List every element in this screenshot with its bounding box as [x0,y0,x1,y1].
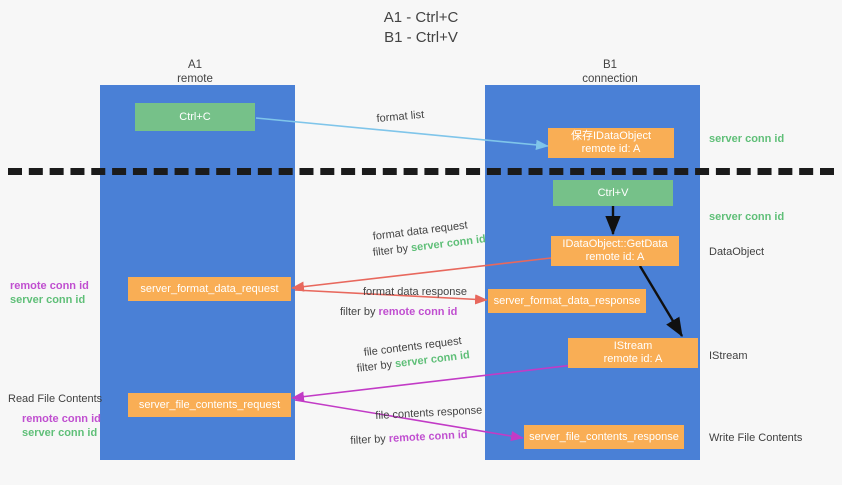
filter-key-remote-conn-id: remote conn id [388,428,468,445]
label-format-data-response-filter: filter by remote conn id [340,305,457,319]
right-label-server-conn-id-top: server conn id [709,133,785,145]
page-title: A1 - Ctrl+C B1 - Ctrl+V [383,9,459,46]
node-ctrl-c[interactable]: Ctrl+C [135,103,255,131]
column-header-a1: A1 remote [177,59,213,85]
right-label-data-object: DataObject [709,246,765,258]
phase-divider [8,168,834,175]
right-label-istream: IStream [709,350,748,362]
node-save-idataobject[interactable]: 保存IDataObject remote id: A [548,128,674,158]
right-label-write-file-contents: Write File Contents [709,432,803,444]
filter-prefix: filter by [340,306,379,318]
left-label-read-file-contents: Read File Contents [8,393,103,405]
filter-prefix: filter by [372,242,412,259]
left-label-server-conn-id-1: server conn id [10,294,86,306]
node-server-format-data-response[interactable]: server_format_data_response [488,289,646,313]
node-ctrl-v[interactable]: Ctrl+V [553,180,673,206]
node-server-file-contents-response[interactable]: server_file_contents_response [524,425,684,449]
label-file-contents-response-filter: filter by remote conn id [350,428,468,448]
node-istream[interactable]: IStream remote id: A [568,338,698,368]
right-label-server-conn-id-mid: server conn id [709,211,785,223]
node-server-file-contents-request[interactable]: server_file_contents_request [128,393,291,417]
left-label-remote-conn-id-1: remote conn id [10,280,89,292]
filter-prefix: filter by [356,358,396,375]
label-format-list: format list [376,108,425,125]
filter-prefix: filter by [350,432,390,447]
left-label-remote-conn-id-2: remote conn id [22,413,101,425]
node-server-format-data-request[interactable]: server_format_data_request [128,277,291,301]
filter-key-remote-conn-id: remote conn id [378,306,458,318]
node-idataobject-getdata[interactable]: IDataObject::GetData remote id: A [551,236,679,266]
left-label-server-conn-id-2: server conn id [22,427,98,439]
column-header-b1: B1 connection [582,59,638,85]
label-format-data-response: format data response [363,286,467,298]
label-file-contents-response: file contents response [375,404,483,422]
